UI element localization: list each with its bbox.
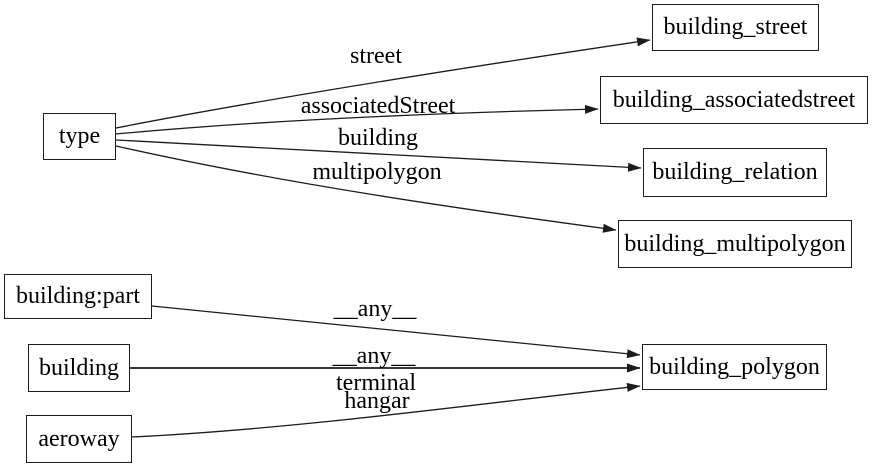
node-type: type	[43, 113, 116, 160]
node-aeroway: aeroway	[26, 415, 132, 463]
edge-type-to-building-relation	[115, 139, 642, 172]
node-building-street-label: building_street	[663, 14, 808, 40]
node-building-multipolygon-label: building_multipolygon	[624, 230, 846, 257]
node-building-relation-label: building_relation	[652, 159, 818, 185]
edge-type-to-building-street	[115, 37, 651, 129]
node-type-label: type	[58, 123, 101, 149]
edge-type-to-building-multipolygon	[115, 145, 617, 233]
node-building: building	[28, 344, 130, 392]
node-building-label: building	[38, 354, 119, 381]
edge-type-to-building-associatedstreet	[115, 104, 599, 135]
edge-label-multipolygon: multipolygon	[312, 159, 442, 185]
node-building-polygon-label: building_polygon	[649, 353, 820, 380]
edge-label-any-building-part: __any__	[333, 296, 417, 322]
edge-label-street: street	[350, 43, 402, 69]
edge-label-building: building	[337, 125, 419, 151]
node-building-relation: building_relation	[643, 148, 827, 197]
edge-label-hangar: hangar	[344, 388, 410, 414]
node-building-associatedstreet-label: building_associatedstreet	[612, 86, 856, 113]
node-building-multipolygon: building_multipolygon	[618, 220, 852, 268]
node-building-part: building:part	[4, 274, 152, 319]
edge-label-associatedstreet: associatedStreet	[300, 93, 456, 119]
node-building-polygon: building_polygon	[642, 344, 827, 390]
edge-label-any-building: __any__	[332, 343, 416, 369]
edge-building-part-to-building-polygon	[151, 305, 641, 359]
node-building-street: building_street	[652, 4, 819, 51]
node-building-part-label: building:part	[16, 283, 140, 309]
node-building-associatedstreet: building_associatedstreet	[600, 76, 868, 124]
edge-aeroway-to-building-polygon	[131, 382, 641, 438]
node-aeroway-label: aeroway	[38, 425, 120, 452]
edge-label-terminal: terminal	[336, 370, 416, 396]
